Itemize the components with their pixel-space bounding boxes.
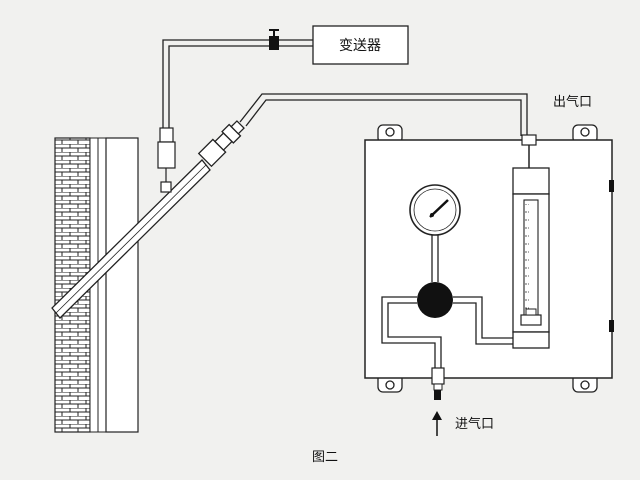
hinge-upper [609,180,614,192]
flowmeter-top-cap [512,167,550,195]
flowmeter-scale [525,204,529,312]
figure-caption: 图二 [312,450,338,465]
flowmeter-float [520,314,542,326]
outlet-port: 出气口 [521,94,592,168]
hinge-lower [609,320,614,332]
wall [54,137,139,433]
pipe-probe-to-outlet [239,93,528,136]
pipe-tee-fitting [157,127,176,193]
outlet-label: 出气口 [553,94,592,110]
instrument-panel [364,124,614,393]
mounting-ear-top-left [377,124,403,144]
pipe-transmitter-line [162,39,313,140]
flowmeter-bottom-cap [512,331,550,349]
transmitter-box [312,25,409,65]
wall-layer-3 [105,137,139,433]
wall-layer-2 [97,137,107,433]
flowmeter [512,167,550,349]
transmitter: 变送器 [312,25,409,65]
transmitter-valve [269,29,279,50]
sampling-probe [51,120,245,319]
pressure-gauge-icon [409,184,461,282]
up-arrow-icon [432,411,442,436]
inlet-label: 进气口 [455,416,494,432]
probe-fitting [197,120,245,168]
inlet-port [431,367,445,400]
transmitter-label: 变送器 [339,38,381,54]
panel-piping [381,296,513,368]
panel-body [364,139,613,379]
ball-valve-icon [417,282,453,318]
